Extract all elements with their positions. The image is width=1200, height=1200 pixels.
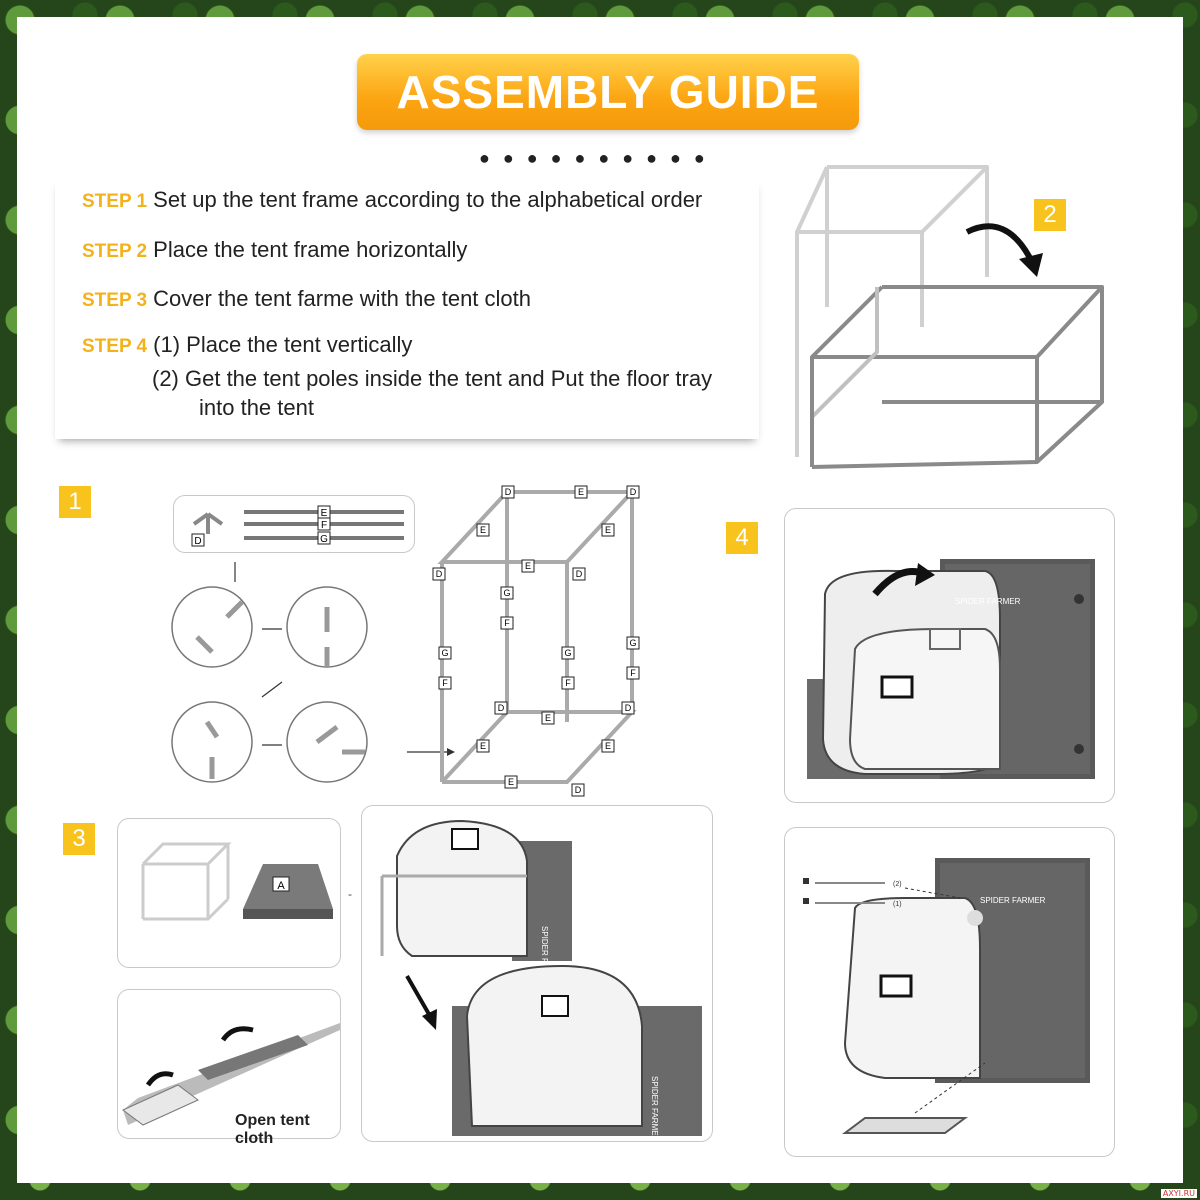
brand-label: SPIDER FARMER: [540, 926, 549, 992]
connector-steps-illustration: [171, 562, 368, 783]
step-3-label: STEP 3: [82, 290, 148, 311]
frame-label-d: D: [576, 569, 583, 579]
frame-label-f: F: [630, 668, 636, 678]
part-label-f: F: [321, 520, 327, 531]
parts-box: E F G D: [173, 495, 415, 553]
brand-label: SPIDER FARMER: [980, 896, 1046, 905]
part-label-d: D: [194, 536, 201, 547]
badge-1: 1: [59, 486, 91, 518]
step-4-sub-line2: into the tent: [199, 395, 314, 420]
frame-label-f: F: [504, 618, 510, 628]
step-3-box-b: Open tent cloth: [117, 989, 348, 1147]
step-4-text: (1) Place the tent vertically: [153, 332, 413, 357]
part-label-e: E: [321, 508, 328, 519]
pole-label-2: (2): [893, 881, 902, 888]
frame-label-d: D: [498, 703, 505, 713]
tray-label-a: A: [277, 880, 285, 892]
frame-label-d: D: [505, 487, 512, 497]
frame-label-f: F: [442, 678, 448, 688]
frame-label-e: E: [578, 487, 584, 497]
step-3-box-c: SPIDER FARMER SPIDER FARMER: [361, 805, 713, 1142]
badge-4: 4: [726, 522, 758, 554]
frame-label-e: E: [605, 741, 611, 751]
brand-label: SPIDER FARMER: [650, 1076, 659, 1141]
step-1-label: STEP 1: [82, 191, 148, 212]
frame-label-e: E: [545, 713, 551, 723]
frame-label-e: E: [605, 525, 611, 535]
frame-label-g: G: [564, 648, 571, 658]
title-banner: ASSEMBLY GUIDE: [357, 54, 859, 130]
page-title: ASSEMBLY GUIDE: [396, 66, 820, 118]
frame-label-e: E: [480, 741, 486, 751]
frame-label-g: G: [503, 588, 510, 598]
step-2-label: STEP 2: [82, 241, 148, 262]
frame-label-e: E: [508, 777, 514, 787]
step-4: STEP 4(1) Place the tent vertically: [82, 332, 412, 358]
step-2-text: Place the tent frame horizontally: [153, 237, 468, 262]
dash-mark: -: [348, 887, 352, 901]
step-2-frame-illustration: [795, 165, 1104, 469]
step-4-box-a: SPIDER FARMER: [784, 508, 1115, 803]
brand-label: SPIDER FARMER: [955, 597, 1021, 606]
pole-label-1: (1): [893, 901, 902, 908]
frame-label-f: F: [565, 678, 571, 688]
frame-label-g: G: [629, 638, 636, 648]
frame-label-d: D: [630, 487, 637, 497]
step-3-text: Cover the tent farme with the tent cloth: [153, 286, 531, 311]
step-4-box-b: (2) (1) SPIDER FARMER: [784, 827, 1115, 1157]
part-label-g: G: [320, 534, 328, 545]
frame-label-e: E: [480, 525, 486, 535]
frame-label-d: D: [436, 569, 443, 579]
dot-divider: ●●●●●●●●●●: [479, 148, 718, 168]
watermark: AXYI.RU: [1160, 1189, 1197, 1198]
step-4-sub-line1: (2) Get the tent poles inside the tent a…: [152, 366, 713, 391]
frame-label-d: D: [575, 785, 582, 795]
step-3-box-a: A: [117, 818, 341, 968]
step-1-frame-diagram: D E D E E D E D G F G G G F F F D E D E …: [407, 485, 640, 797]
badge-3: 3: [63, 823, 95, 855]
open-cloth-caption: Open tent cloth: [235, 1112, 310, 1147]
step-4-label: STEP 4: [82, 336, 148, 357]
frame-label-d: D: [625, 703, 632, 713]
frame-label-g: G: [441, 648, 448, 658]
step-1-text: Set up the tent frame according to the a…: [153, 187, 703, 212]
badge-2: 2: [1034, 199, 1066, 231]
frame-label-e: E: [525, 561, 531, 571]
